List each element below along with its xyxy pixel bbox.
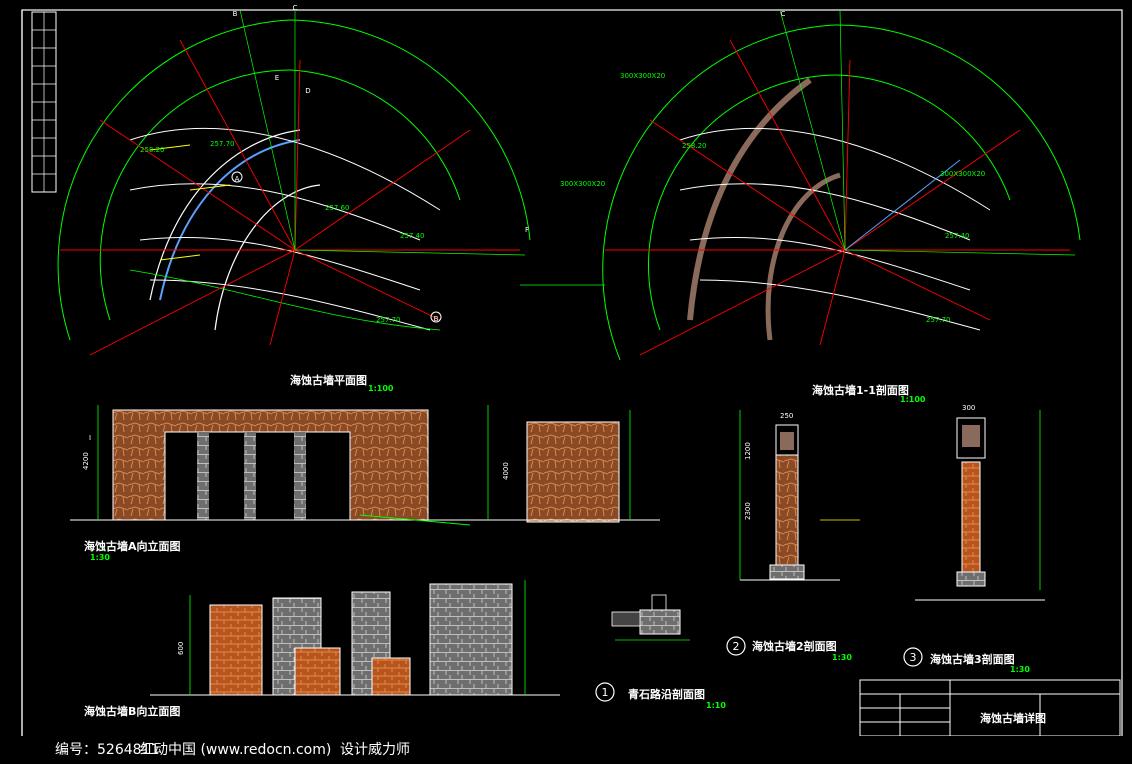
dimension-label: 300	[962, 404, 975, 412]
grid-mark: A	[235, 175, 240, 183]
grid-mark: B	[233, 10, 238, 18]
wall-plan-drawing	[57, 9, 531, 356]
elevation-b-title: 海蚀古墙B向立面图	[84, 704, 180, 718]
dimension-label: 1200	[744, 442, 752, 460]
section-2-scale: 1:30	[832, 653, 852, 662]
grid-mark: D	[305, 87, 310, 95]
grid-mark: C	[781, 10, 786, 18]
elev-label: 258.20	[682, 142, 707, 150]
grid-mark: I	[89, 434, 91, 442]
detail-marker-1-label: 1	[602, 686, 609, 699]
elevation-a-scale: 1:30	[90, 553, 110, 562]
paving-section-drawing	[611, 594, 690, 641]
section-3-title: 海蚀古墙3剖面图	[930, 652, 1015, 666]
detail-marker-2-label: 2	[733, 640, 740, 653]
footer-code: 编号：5264811	[55, 742, 160, 758]
plan-scale: 1:100	[368, 384, 394, 393]
section-3-scale: 1:30	[1010, 665, 1030, 674]
dimension-label: 2300	[744, 502, 752, 520]
footer-slogan: 设计威力师	[340, 742, 410, 758]
sheet-frame	[21, 9, 1123, 739]
watermark-footer: 编号：5264811 红动中国 (www.redocn.com) 设计威力师	[0, 736, 1132, 764]
elev-label: 257.40	[400, 232, 425, 240]
callout-label: 300X300X20	[620, 72, 665, 80]
dimension-label: 250	[780, 412, 793, 420]
elev-label: 257.40	[945, 232, 970, 240]
detail-marker-2	[726, 636, 746, 656]
dimension-label: 600	[177, 642, 185, 655]
section-2-title: 海蚀古墙2剖面图	[752, 639, 837, 653]
paving-section-scale: 1:10	[706, 701, 726, 710]
callout-label: 300X300X20	[560, 180, 605, 188]
section-2-drawing	[739, 410, 860, 581]
title-block	[859, 679, 1121, 737]
grid-mark: F	[525, 226, 529, 234]
elev-label: 257.70	[210, 140, 235, 148]
grid-mark: B	[434, 315, 439, 323]
detail-marker-1	[595, 682, 615, 702]
section-1-1-scale: 1:100	[900, 395, 926, 404]
elev-label: 257.70	[926, 316, 951, 324]
elevation-a-drawing	[70, 405, 660, 526]
elevation-a-title: 海蚀古墙A向立面图	[84, 539, 181, 553]
binding-strip	[31, 11, 57, 193]
elev-label: 257.70	[376, 316, 401, 324]
titleblock-drawing-name: 海蚀古墙详图	[980, 711, 1046, 725]
grid-mark: C	[293, 4, 298, 12]
paving-section-title: 青石路沿剖面图	[628, 687, 705, 701]
dimension-label: 4000	[502, 462, 510, 480]
detail-marker-3-label: 3	[910, 651, 917, 664]
wall-section-1-1-drawing	[520, 9, 1081, 361]
section-1-1-title: 海蚀古墙1-1剖面图	[812, 383, 909, 397]
callout-label: 300X300X20	[940, 170, 985, 178]
footer-site: 红动中国 (www.redocn.com)	[140, 742, 332, 758]
elev-label: 257.60	[325, 204, 350, 212]
plan-title: 海蚀古墙平面图	[290, 373, 367, 387]
section-3-drawing	[915, 410, 1045, 601]
elev-label: 258.20	[140, 146, 165, 154]
detail-marker-3	[903, 647, 923, 667]
elevation-b-drawing	[150, 580, 560, 696]
grid-mark: E	[275, 74, 279, 82]
dimension-label: 4200	[82, 452, 90, 470]
